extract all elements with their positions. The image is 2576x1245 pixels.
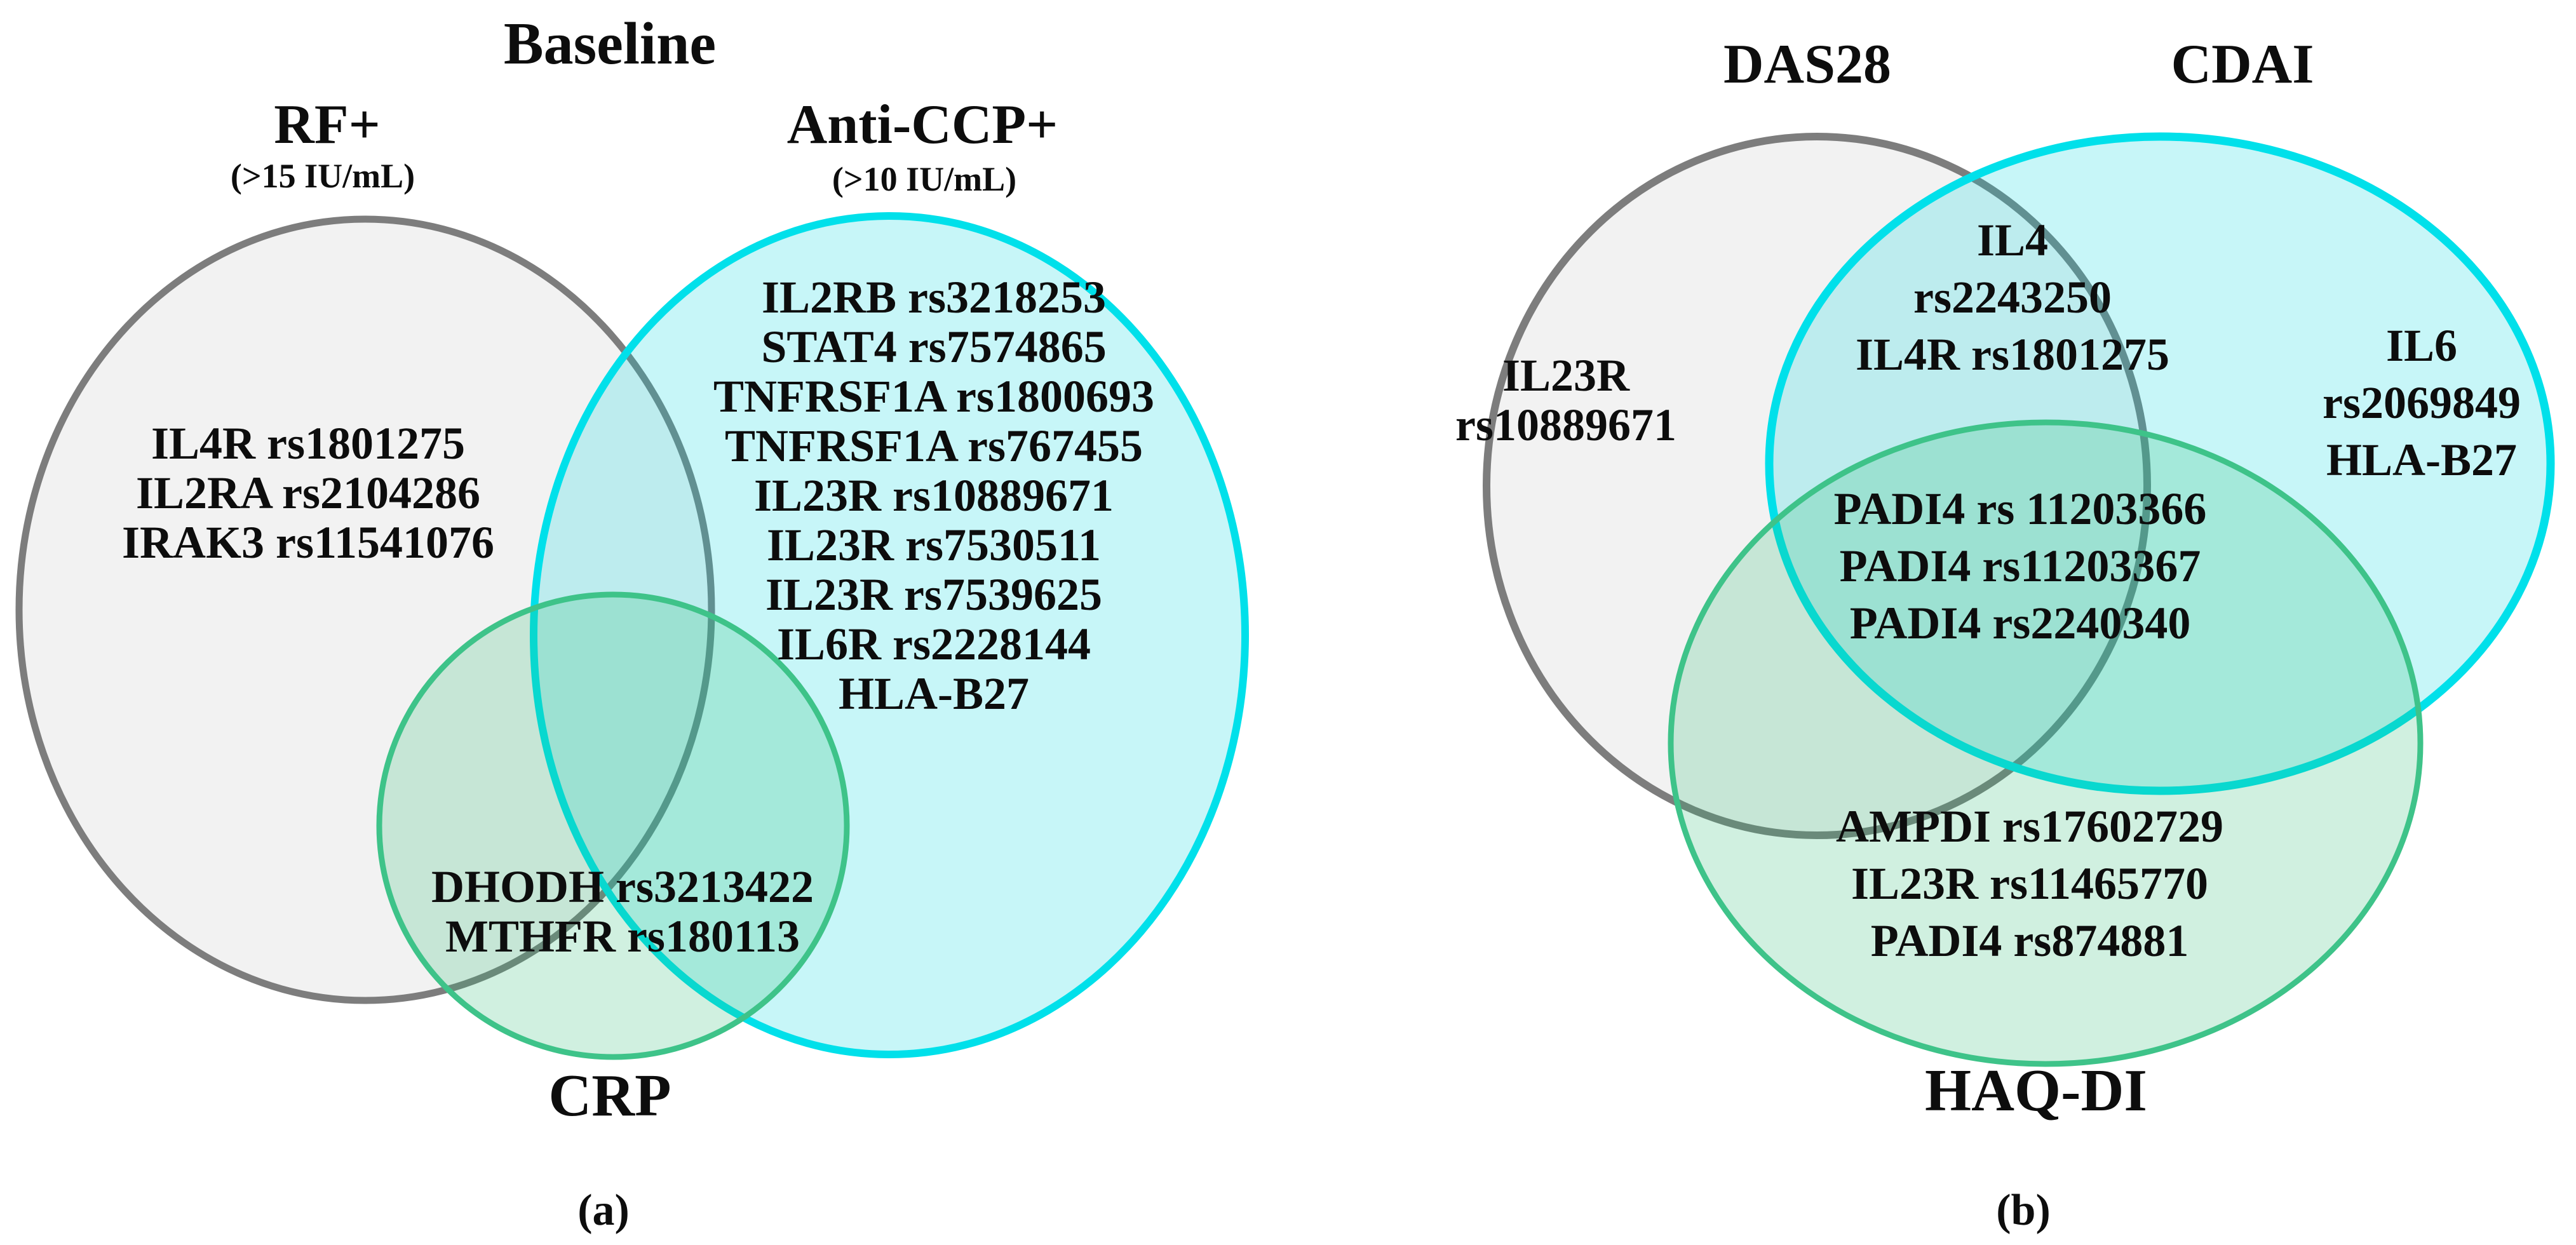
anti-ccp-circle: [530, 212, 1249, 1058]
das28-set-label: DAS28: [1723, 34, 1891, 95]
rf-circle: [15, 215, 715, 1004]
cdai-circle: [1765, 132, 2555, 795]
panel-a-caption: (a): [577, 1186, 630, 1235]
panel-a-labels: Baseline RF+ (>15 IU/mL) Anti-CCP+ (>10 …: [122, 11, 1154, 1235]
anti-ccp-item: IL2RB rs3218253: [762, 272, 1106, 323]
haqdi-item: PADI4 rs874881: [1871, 915, 2189, 966]
das28-item: IL23R: [1502, 350, 1630, 401]
panel-a-title: Baseline: [504, 11, 716, 77]
cdai-item: rs2069849: [2323, 377, 2521, 428]
crp-set-label: CRP: [548, 1063, 671, 1129]
das28-cdai-item: rs2243250: [1913, 272, 2112, 323]
crp-circle: [376, 591, 850, 1060]
crp-item: MTHFR rs180113: [445, 911, 800, 962]
haqdi-item: IL23R rs11465770: [1851, 858, 2208, 909]
anti-ccp-item: TNFRSF1A rs767455: [725, 421, 1143, 471]
haqdi-item: AMPDI rs17602729: [1836, 801, 2223, 852]
rf-set-sublabel: (>15 IU/mL): [231, 157, 415, 195]
panel-b-labels: DAS28 CDAI IL23R rs10889671 IL4 rs224325…: [1455, 34, 2521, 1235]
cdai-set-label: CDAI: [2171, 34, 2314, 95]
panel-b: DAS28 CDAI IL23R rs10889671 IL4 rs224325…: [1455, 34, 2555, 1235]
rf-set-label: RF+: [274, 94, 380, 156]
anti-ccp-item: HLA-B27: [839, 668, 1029, 719]
rf-item: IL4R rs1801275: [151, 418, 465, 469]
rf-item: IRAK3 rs11541076: [122, 517, 494, 568]
das28-cdai-item: IL4R rs1801275: [1856, 329, 2169, 380]
anti-ccp-set-label: Anti-CCP+: [787, 94, 1058, 156]
anti-ccp-item: IL23R rs7539625: [765, 569, 1102, 620]
panel-b-caption: (b): [1996, 1186, 2051, 1235]
anti-ccp-item: STAT4 rs7574865: [761, 321, 1106, 372]
anti-ccp-set-sublabel: (>10 IU/mL): [832, 160, 1016, 198]
haqdi-circle: [1668, 419, 2424, 1067]
center-overlap-item: PADI4 rs11203367: [1840, 541, 2201, 591]
cdai-item: HLA-B27: [2326, 434, 2517, 485]
center-overlap-item: PADI4 rs 11203366: [1834, 483, 2207, 534]
haqdi-set-label: HAQ-DI: [1925, 1058, 2147, 1124]
cdai-item: IL6: [2386, 320, 2457, 371]
crp-item: DHODH rs3213422: [431, 861, 814, 912]
panel-a: Baseline RF+ (>15 IU/mL) Anti-CCP+ (>10 …: [15, 11, 1249, 1235]
center-overlap-item: PADI4 rs2240340: [1850, 598, 2191, 649]
das28-item: rs10889671: [1455, 400, 1676, 450]
anti-ccp-item: IL23R rs7530511: [767, 520, 1101, 570]
anti-ccp-item: TNFRSF1A rs1800693: [713, 371, 1154, 422]
das28-cdai-item: IL4: [1977, 215, 2048, 266]
anti-ccp-item: IL23R rs10889671: [754, 470, 1114, 521]
anti-ccp-item: IL6R rs2228144: [777, 619, 1091, 670]
rf-item: IL2RA rs2104286: [136, 468, 480, 518]
